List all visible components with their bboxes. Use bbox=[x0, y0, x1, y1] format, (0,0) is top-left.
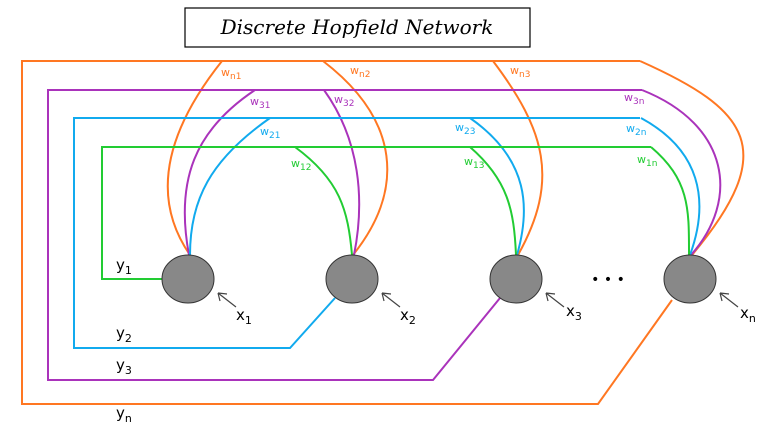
neuron-3 bbox=[489, 254, 543, 304]
w31-curve bbox=[183, 89, 256, 256]
label-w31: w31 bbox=[250, 95, 270, 111]
w2n-curve bbox=[640, 117, 701, 256]
wnn-curve bbox=[639, 60, 745, 256]
w1n-curve bbox=[650, 146, 691, 256]
output-y1: y1 bbox=[116, 256, 132, 277]
input-arrow-n-icon bbox=[719, 292, 739, 308]
yn-feedback-line bbox=[21, 60, 673, 405]
input-arrow-3-icon bbox=[545, 292, 565, 308]
y1-feedback-line bbox=[101, 146, 651, 280]
input-x3: x3 bbox=[566, 302, 582, 323]
neuron-n bbox=[663, 254, 717, 304]
label-w1n: w1n bbox=[637, 153, 657, 169]
y2-feedback-line bbox=[73, 117, 640, 349]
w21-curve bbox=[189, 117, 271, 256]
label-wn1: wn1 bbox=[221, 66, 241, 82]
w32-curve bbox=[323, 89, 361, 256]
label-wn3: wn3 bbox=[510, 64, 530, 80]
label-w23: w23 bbox=[455, 121, 475, 137]
label-w12: w12 bbox=[291, 157, 311, 173]
ellipsis: • • • bbox=[591, 272, 625, 288]
label-w2n: w2n bbox=[626, 122, 646, 138]
w12-curve bbox=[294, 146, 353, 256]
input-arrow-2-icon bbox=[381, 292, 401, 308]
label-w32: w32 bbox=[334, 93, 354, 109]
diagram-title: Discrete Hopfield Network bbox=[220, 15, 494, 39]
input-x2: x2 bbox=[400, 306, 416, 327]
wn3-curve bbox=[492, 60, 544, 256]
input-x1: x1 bbox=[236, 306, 252, 327]
w13-curve bbox=[469, 146, 517, 256]
w3n-curve bbox=[641, 89, 722, 256]
label-w3n: w3n bbox=[624, 91, 644, 107]
wn2-curve bbox=[322, 60, 389, 256]
input-xn: xn bbox=[740, 304, 756, 325]
label-w21: w21 bbox=[260, 125, 280, 141]
title-box bbox=[184, 7, 531, 48]
w23-curve bbox=[469, 117, 525, 256]
label-wn2: wn2 bbox=[350, 64, 370, 80]
y3-feedback-line bbox=[47, 89, 642, 381]
input-arrow-1-icon bbox=[217, 292, 237, 308]
output-y2: y2 bbox=[116, 324, 132, 345]
neuron-2 bbox=[325, 254, 379, 304]
wn1-curve bbox=[166, 60, 223, 256]
neuron-1 bbox=[161, 254, 215, 304]
output-yn: yn bbox=[116, 404, 132, 425]
output-y3: y3 bbox=[116, 356, 132, 377]
